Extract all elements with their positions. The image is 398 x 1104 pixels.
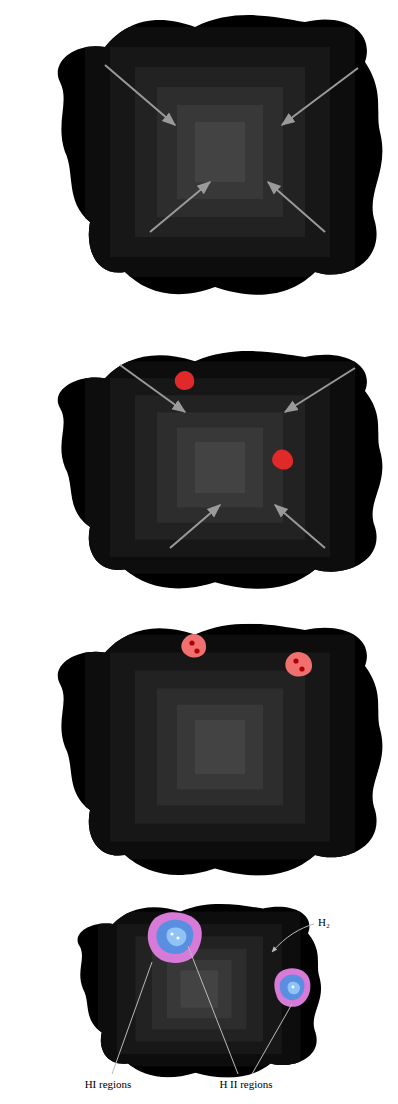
cloud: [68, 896, 331, 1082]
region-label: H₂: [316, 916, 332, 929]
cloud: [45, 340, 395, 595]
ionized-regions: [148, 912, 311, 1007]
cloud: [45, 2, 395, 302]
protostar-cores: [181, 634, 312, 677]
infall-arrows: [105, 65, 358, 232]
leader-lines: [112, 924, 314, 1074]
region-label: H II regions: [217, 1078, 274, 1091]
dense-cores: [175, 371, 293, 469]
region-label: HI regions: [83, 1078, 134, 1091]
infall-arrows: [120, 365, 355, 548]
cloud: [45, 612, 395, 882]
